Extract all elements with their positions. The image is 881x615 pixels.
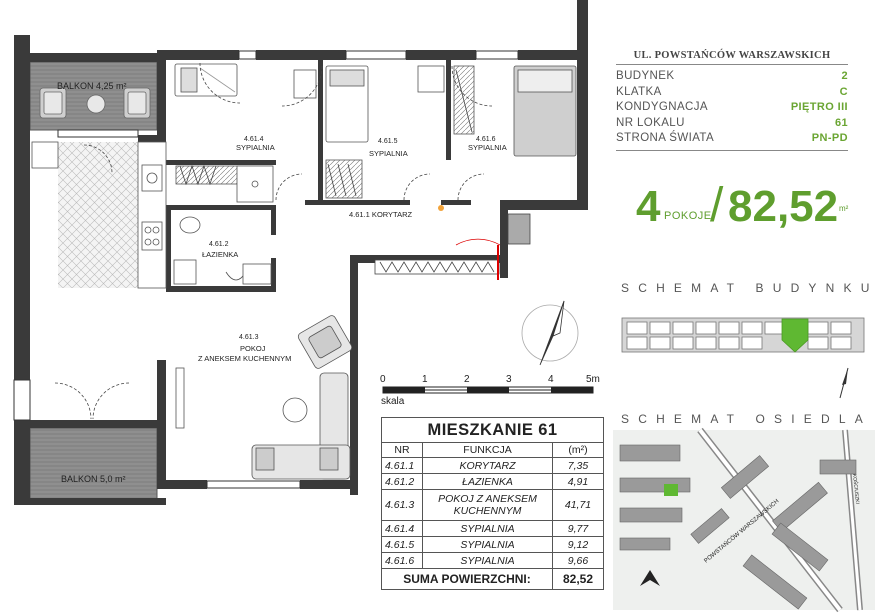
living-room-furniture [175, 315, 353, 480]
label-room-461-2-nr: 4.61.2 [209, 241, 229, 248]
detail-building: BUDYNEK 2 [616, 70, 848, 86]
detail-staircase: KLATKA C [616, 86, 848, 102]
detail-value: PIĘTRO III [790, 101, 848, 113]
row-area: 9,77 [552, 520, 604, 537]
bathroom-fixtures [173, 165, 274, 285]
table-row: 4.61.1 KORYTARZ 7,35 [381, 457, 604, 474]
row-nr: 4.61.1 [381, 457, 423, 474]
detail-value: 2 [841, 70, 848, 82]
total-area: 82,52 [728, 182, 839, 231]
row-function: SYPIALNIA [422, 520, 553, 537]
windows [13, 50, 519, 489]
row-function: KORYTARZ [422, 457, 553, 474]
north-arrow-icon [521, 300, 579, 366]
bedroom-461-6-furniture [453, 65, 577, 157]
detail-label: BUDYNEK [616, 70, 675, 82]
table-header: (m²) [552, 442, 604, 458]
estate-scheme-heading: SCHEMAT OSIEDLA [621, 412, 872, 426]
row-nr: 4.61.5 [381, 536, 423, 553]
label-room-461-4-fn: SYPIALNIA [236, 143, 275, 152]
detail-label: NR LOKALU [616, 116, 685, 129]
rooms-count: 4 [636, 182, 661, 231]
row-area: 41,71 [552, 489, 604, 521]
total-value: 82,52 [552, 568, 604, 590]
row-nr: 4.61.2 [381, 473, 423, 490]
area-unit: m² [839, 204, 849, 213]
building-scheme [621, 317, 865, 353]
corridor-wardrobe [374, 205, 531, 280]
scale-tick: 1 [422, 374, 428, 385]
table-row: 4.61.3 POKOJ Z ANEKSEM KUCHENNYM 41,71 [381, 489, 604, 521]
label-room-461-5-nr: 4.61.5 [378, 138, 398, 145]
estate-street-side: KOŚCIUSZKI [851, 473, 862, 504]
detail-orientation: STRONA ŚWIATA PN-PD [616, 132, 848, 148]
row-nr: 4.61.6 [381, 552, 423, 569]
label-room-461-3-nr: 4.61.3 [239, 334, 259, 341]
total-label: SUMA POWIERZCHNI: [381, 568, 553, 590]
divider [616, 149, 848, 151]
building-scheme-heading: SCHEMAT BUDYNKU [621, 281, 879, 295]
row-function: ŁAZIENKA [422, 473, 553, 490]
apartment-summary: 4 POKOJE / 82,52 m² [636, 179, 876, 232]
apartment-info: UL. POWSTAŃCÓW WARSZAWSKICH BUDYNEK 2 KL… [616, 50, 848, 151]
scale-tick: 2 [464, 374, 470, 385]
scale-tick: 3 [506, 374, 512, 385]
street-name: UL. POWSTAŃCÓW WARSZAWSKICH [616, 50, 848, 65]
detail-label: KLATKA [616, 85, 662, 98]
table-title: MIESZKANIE 61 [381, 417, 604, 443]
detail-label: KONDYGNACJA [616, 101, 708, 113]
detail-value: PN-PD [811, 132, 848, 144]
row-function: POKOJ Z ANEKSEM KUCHENNYM [422, 489, 553, 521]
row-function: SYPIALNIA [422, 552, 553, 569]
row-nr: 4.61.4 [381, 520, 423, 537]
detail-value: C [839, 85, 848, 98]
label-balcony-bottom: BALKON 5,0 m² [61, 474, 126, 484]
scale-tick: 5m [586, 374, 600, 385]
table-row: 4.61.5 SYPIALNIA 9,12 [381, 536, 604, 553]
bedroom-461-5-furniture [325, 65, 445, 199]
row-area: 9,12 [552, 536, 604, 553]
door-swings [54, 62, 493, 420]
table-row: 4.61.4 SYPIALNIA 9,77 [381, 520, 604, 537]
row-nr: 4.61.3 [381, 489, 423, 521]
summary-slash: / [710, 179, 724, 232]
table-total-row: SUMA POWIERZCHNI: 82,52 [381, 568, 604, 590]
table-header: FUNKCJA [422, 442, 553, 458]
label-room-461-6-nr: 4.61.6 [476, 136, 496, 143]
scale-tick: 0 [380, 374, 386, 385]
label-room-461-1: 4.61.1 KORYTARZ [349, 210, 412, 219]
table-row: 4.61.2 ŁAZIENKA 4,91 [381, 473, 604, 490]
row-area: 9,66 [552, 552, 604, 569]
building-north-icon [839, 367, 849, 399]
estate-north-icon [640, 570, 660, 586]
label-room-461-2-fn: ŁAZIENKA [202, 250, 238, 259]
balcony-bottom-area [29, 427, 158, 501]
balcony-furniture [39, 87, 151, 119]
table-header: NR [381, 442, 423, 458]
row-area: 7,35 [552, 457, 604, 474]
scale-bar [382, 386, 594, 394]
label-room-461-3-fn: POKOJ [240, 344, 266, 353]
table-row: 4.61.6 SYPIALNIA 9,66 [381, 552, 604, 569]
detail-floor: KONDYGNACJA PIĘTRO III [616, 101, 848, 117]
label-room-461-5-fn: SYPIALNIA [369, 149, 408, 158]
kitchen-counter [31, 141, 167, 289]
detail-unit-number: NR LOKALU 61 [616, 117, 848, 133]
row-area: 4,91 [552, 473, 604, 490]
detail-value: 61 [834, 116, 848, 129]
label-balcony-top: BALKON 4,25 m² [57, 81, 127, 91]
row-function: SYPIALNIA [422, 536, 553, 553]
kitchen-floor [58, 142, 138, 288]
rooms-label: POKOJE [664, 210, 712, 222]
label-room-461-4-nr: 4.61.4 [244, 136, 264, 143]
label-room-461-3-desc: Z ANEKSEM KUCHENNYM [198, 354, 291, 363]
estate-map [613, 427, 875, 613]
room-table: MIESZKANIE 61 NR FUNKCJA (m²) 4.61.1 KOR… [381, 417, 604, 590]
detail-label: STRONA ŚWIATA [616, 132, 715, 144]
scale-label: skala [381, 396, 405, 407]
scale-tick: 4 [548, 374, 554, 385]
label-room-461-6-fn: SYPIALNIA [468, 143, 507, 152]
